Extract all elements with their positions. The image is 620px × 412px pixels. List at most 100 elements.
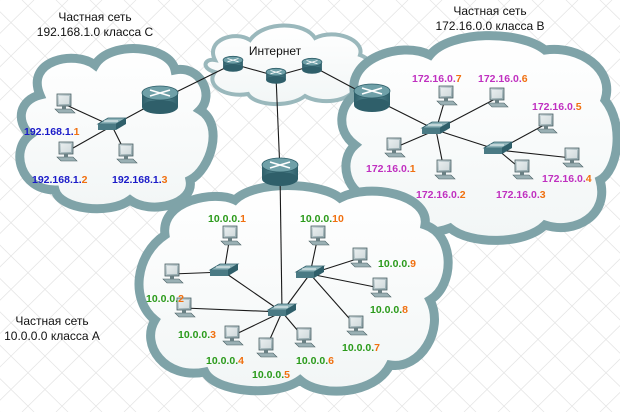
ip-label-a6: 10.0.0.6 xyxy=(296,354,334,369)
ip-label-a8: 10.0.0.8 xyxy=(370,303,408,318)
ip-host-part: 7 xyxy=(374,342,380,354)
ip-host-part: 4 xyxy=(585,173,592,185)
ip-host-part: 7 xyxy=(455,73,462,85)
ip-host-part: 1 xyxy=(409,163,416,175)
ip-network-part: 10.0.0. xyxy=(208,213,241,225)
router-icon xyxy=(353,83,391,112)
switch-icon xyxy=(208,263,240,276)
caption-class-a-network: 10.0.0.0 класса A xyxy=(4,329,100,343)
computer-icon xyxy=(562,147,584,168)
internet-router-icon xyxy=(265,67,287,84)
ip-label-b7: 172.16.0.7 xyxy=(412,72,462,87)
ip-label-a2: 10.0.0.2 xyxy=(146,292,184,307)
computer-icon xyxy=(512,159,534,180)
computer-icon xyxy=(54,93,76,114)
ip-label-a4: 10.0.0.4 xyxy=(206,354,244,369)
internet-label: Интернет xyxy=(248,44,302,58)
ip-host-part: 1 xyxy=(73,126,80,138)
ip-label-b4: 172.16.0.4 xyxy=(542,172,592,187)
ip-host-part: 3 xyxy=(539,189,546,201)
ip-network-part: 172.16.0. xyxy=(412,73,456,85)
ip-label-a9: 10.0.0.9 xyxy=(378,257,416,272)
network-link xyxy=(65,125,113,153)
ip-network-part: 172.16.0. xyxy=(542,173,586,185)
computer-icon xyxy=(294,327,316,348)
caption-class-a-title: Частная сеть xyxy=(15,314,89,328)
ip-label-c1: 192.168.1.1 xyxy=(24,125,79,140)
ip-label-a10: 10.0.0.10 xyxy=(300,212,344,227)
ip-host-part: 2 xyxy=(459,189,466,201)
ip-network-part: 10.0.0. xyxy=(378,258,411,270)
computer-icon xyxy=(436,85,458,106)
ip-network-part: 10.0.0. xyxy=(370,304,403,316)
computer-icon xyxy=(116,143,138,164)
computer-icon xyxy=(370,277,392,298)
ip-network-part: 10.0.0. xyxy=(146,293,179,305)
network-devices xyxy=(54,55,584,358)
ip-label-b5: 172.16.0.5 xyxy=(532,100,582,115)
ip-label-a7: 10.0.0.7 xyxy=(342,341,380,356)
computer-icon xyxy=(384,137,406,158)
ip-network-part: 10.0.0. xyxy=(206,355,239,367)
computer-icon xyxy=(346,315,368,336)
internet-router-icon xyxy=(222,55,244,72)
computer-icon xyxy=(220,225,242,246)
ip-network-part: 10.0.0. xyxy=(178,329,211,341)
ip-host-part: 4 xyxy=(238,355,244,367)
ip-label-a1: 10.0.0.1 xyxy=(208,212,246,227)
computer-icon xyxy=(222,325,244,346)
network-link xyxy=(309,273,381,289)
ip-host-part: 2 xyxy=(178,293,184,305)
network-link xyxy=(223,271,283,313)
computer-icon xyxy=(434,159,456,180)
ip-label-b6: 172.16.0.6 xyxy=(478,72,528,87)
network-link xyxy=(497,149,573,159)
computer-icon xyxy=(308,225,330,246)
ip-label-a3: 10.0.0.3 xyxy=(178,328,216,343)
computer-icon xyxy=(174,297,196,318)
ip-host-part: 3 xyxy=(161,174,168,186)
router-icon xyxy=(141,85,179,114)
network-link xyxy=(183,307,283,313)
computer-icon xyxy=(350,247,372,268)
ip-host-part: 5 xyxy=(284,369,290,381)
ip-host-part: 6 xyxy=(521,73,528,85)
ip-host-part: 10 xyxy=(332,213,344,225)
caption-class-c-network: 192.168.1.0 класса C xyxy=(36,25,154,39)
ip-network-part: 192.168.1. xyxy=(112,174,162,186)
caption-class-b-network: 172.16.0.0 класса B xyxy=(435,19,545,33)
network-link xyxy=(279,171,283,313)
computer-icon xyxy=(162,263,184,284)
switch-icon xyxy=(482,141,514,154)
ip-network-part: 172.16.0. xyxy=(496,189,540,201)
switch-icon xyxy=(266,303,298,316)
ip-host-part: 2 xyxy=(81,174,88,186)
cloud-class-a xyxy=(134,181,453,396)
switch-icon xyxy=(96,117,128,130)
computer-icon xyxy=(536,113,558,134)
computer-icon xyxy=(56,141,78,162)
switch-icon xyxy=(420,121,452,134)
ip-network-part: 192.168.1. xyxy=(32,174,82,186)
ip-label-b1: 172.16.0.1 xyxy=(366,162,416,177)
caption-class-a: Частная сеть 10.0.0.0 класса A xyxy=(0,314,104,344)
ip-network-part: 172.16.0. xyxy=(478,73,522,85)
caption-class-b: Частная сеть 172.16.0.0 класса B xyxy=(425,4,555,34)
ip-host-part: 6 xyxy=(328,355,334,367)
ip-network-part: 10.0.0. xyxy=(296,355,329,367)
router-icon xyxy=(261,157,299,186)
caption-class-c: Частная сеть 192.168.1.0 класса C xyxy=(30,10,160,40)
ip-host-part: 5 xyxy=(575,101,582,113)
caption-class-b-title: Частная сеть xyxy=(453,4,527,18)
network-link xyxy=(309,273,357,327)
computer-icon xyxy=(487,87,509,108)
ip-network-part: 192.168.1. xyxy=(24,126,74,138)
switch-icon xyxy=(294,265,326,278)
ip-label-a5: 10.0.0.5 xyxy=(252,368,290,383)
ip-label-b3: 172.16.0.3 xyxy=(496,188,546,203)
ip-network-part: 10.0.0. xyxy=(252,369,285,381)
computer-icon xyxy=(256,337,278,358)
ip-label-b2: 172.16.0.2 xyxy=(416,188,466,203)
